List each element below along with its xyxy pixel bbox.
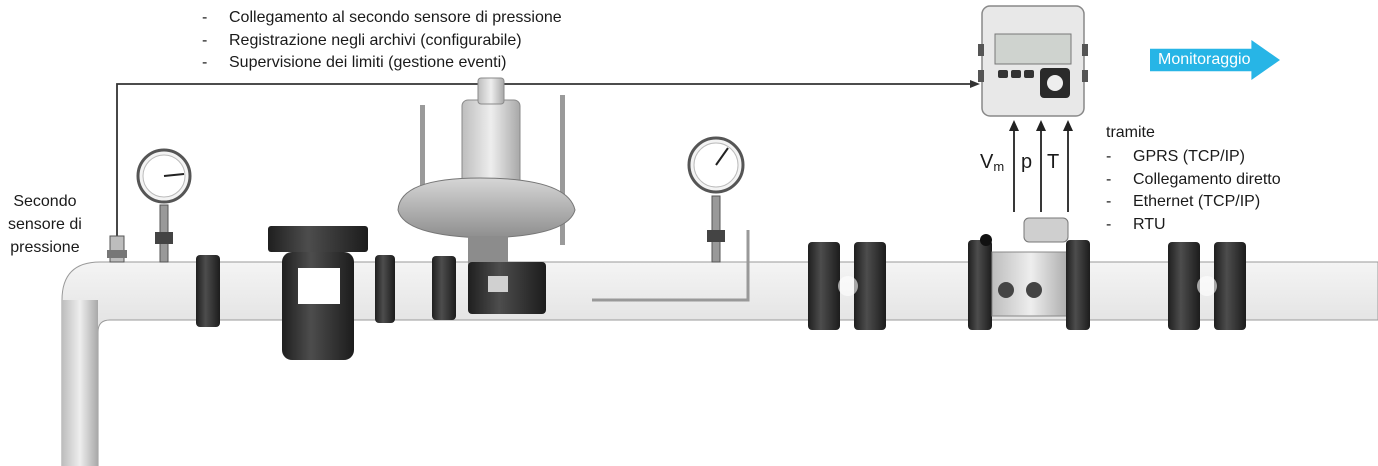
- connection-item: Collegamento diretto: [1106, 169, 1281, 192]
- volume-corrector-device: [978, 5, 1088, 117]
- connection-item: Ethernet (TCP/IP): [1106, 191, 1281, 214]
- sensor-label-line: Secondo: [13, 193, 77, 210]
- feature-list: Collegamento al secondo sensore di press…: [202, 7, 562, 75]
- flange-pair-right: [1168, 242, 1246, 330]
- sensor-signal-line: [116, 80, 980, 236]
- flow-meter: [968, 217, 1090, 330]
- filter-housing: [268, 226, 395, 360]
- connection-item: RTU: [1106, 214, 1281, 237]
- flange-pair-middle: [808, 242, 886, 330]
- second-sensor-label: Secondo sensore di pressione: [8, 190, 82, 259]
- second-pressure-sensor: [107, 235, 127, 263]
- signal-p-label: p: [1021, 151, 1033, 173]
- signal-t-label: T: [1047, 151, 1060, 173]
- connection-list: GPRS (TCP/IP) Collegamento diretto Ether…: [1106, 146, 1281, 236]
- sensor-label-line: sensore di: [8, 216, 82, 233]
- via-label: tramite: [1106, 124, 1155, 141]
- monitoring-label: Monitoraggio: [1158, 51, 1251, 68]
- flange-left: [196, 255, 220, 327]
- signal-vm-main: V: [980, 151, 994, 173]
- connection-item: GPRS (TCP/IP): [1106, 146, 1281, 169]
- pressure-gauge-right: [592, 136, 750, 302]
- signal-vm-label: Vm: [980, 150, 1004, 176]
- feature-item: Supervisione dei limiti (gestione eventi…: [202, 52, 562, 75]
- feature-item: Registrazione negli archivi (configurabi…: [202, 30, 562, 53]
- feature-item: Collegamento al secondo sensore di press…: [202, 7, 562, 30]
- signal-arrows: [1009, 120, 1073, 212]
- pressure-gauge-left: [136, 148, 192, 263]
- signal-vm-sub: m: [993, 159, 1005, 174]
- sensor-label-line: pressione: [10, 239, 80, 256]
- monitoring-arrow: Monitoraggio: [1150, 40, 1280, 80]
- pressure-regulator: [397, 77, 576, 320]
